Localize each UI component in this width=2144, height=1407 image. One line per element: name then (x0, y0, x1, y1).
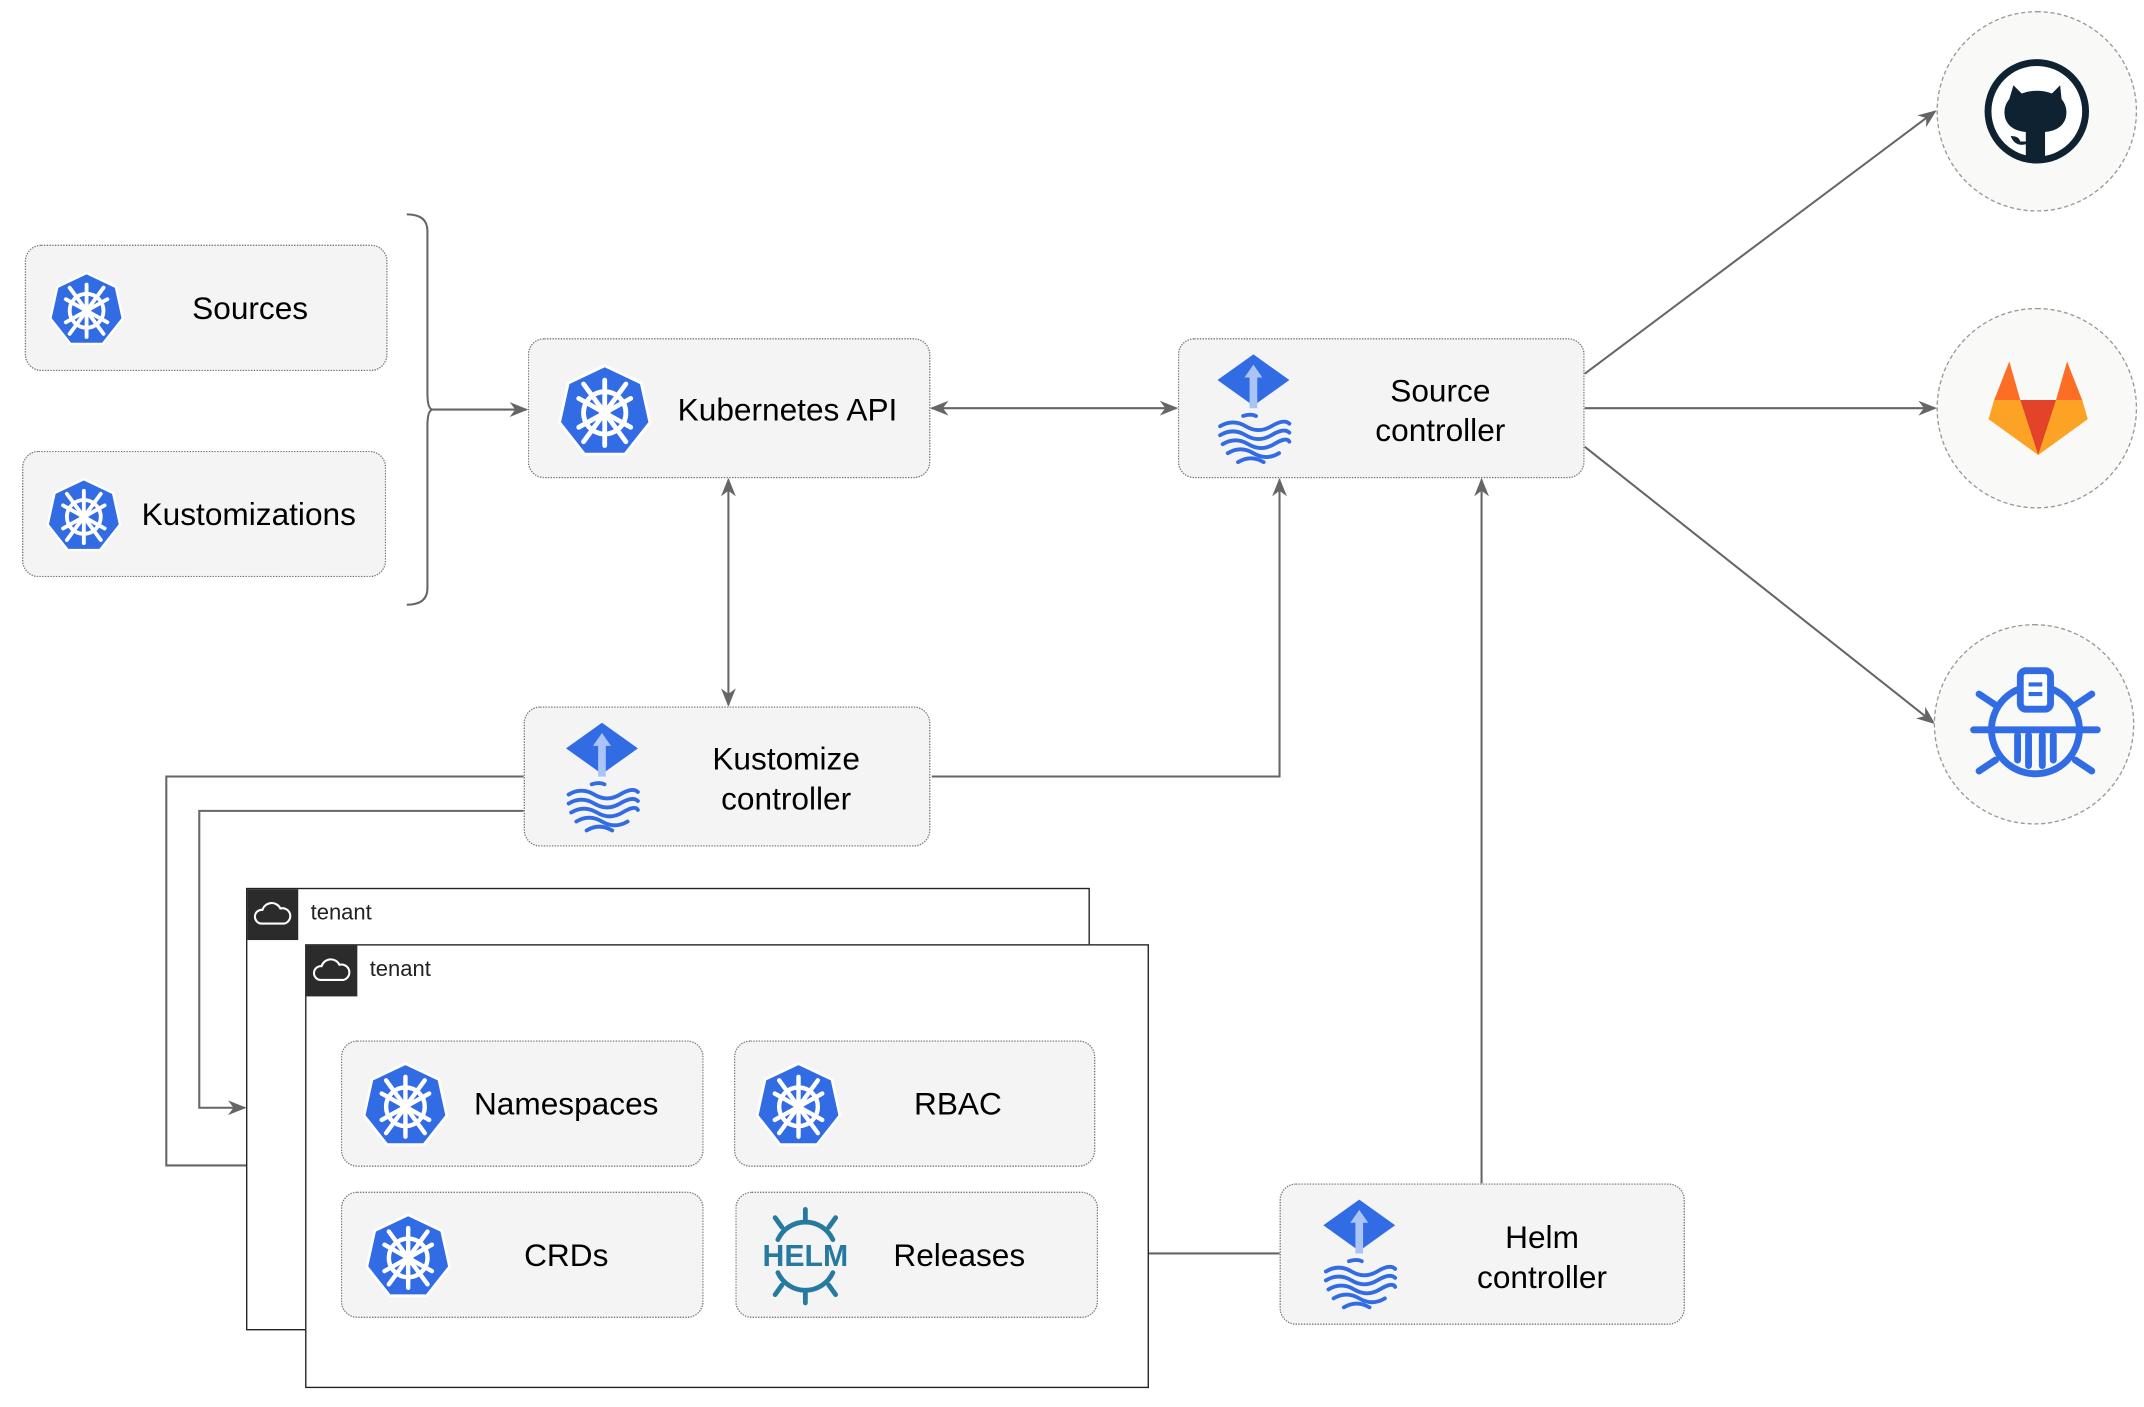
flux-icon (1318, 1197, 1400, 1312)
edge-kustomize-to-source (931, 477, 1287, 778)
node-label: Helm (1505, 1219, 1579, 1255)
kubernetes-icon (557, 363, 653, 459)
edge-kustomize-to-tenant-front (165, 775, 524, 1173)
gitlab-icon (1988, 361, 2088, 455)
node-rbac[interactable]: RBAC (733, 1040, 1096, 1167)
node-sources[interactable]: Sources (24, 244, 388, 372)
node-kubernetes-api[interactable]: Kubernetes API (527, 338, 931, 479)
gitlab-source[interactable] (1936, 307, 2138, 509)
flux-icon (1212, 352, 1294, 467)
node-label: controller (1375, 412, 1506, 449)
tenant-label: tenant (310, 901, 372, 925)
node-label: Releases (893, 1236, 1026, 1273)
tenant-label: tenant (369, 957, 431, 982)
edge-source-to-bucket (1583, 445, 1936, 725)
node-crds[interactable]: CRDs (340, 1191, 704, 1319)
kubernetes-icon (364, 1212, 452, 1300)
node-releases[interactable]: HELM Releases (735, 1191, 1099, 1319)
kubernetes-icon (48, 271, 125, 348)
node-label: Kustomize (712, 740, 860, 777)
node-source-controller[interactable]: Source controller (1177, 338, 1585, 479)
bucket-icon (1970, 667, 2101, 778)
node-kustomize-controller[interactable]: Kustomize controller (523, 706, 931, 847)
node-label: RBAC (914, 1085, 1002, 1122)
node-label: Kubernetes API (677, 391, 898, 428)
tenant-header (247, 889, 299, 941)
github-source[interactable] (1936, 10, 2138, 212)
cloud-icon (313, 958, 351, 981)
node-kustomizations[interactable]: Kustomizations (21, 450, 387, 578)
node-label: Namespaces (473, 1085, 659, 1122)
node-namespaces[interactable]: Namespaces (340, 1040, 704, 1167)
node-label: Kustomizations (141, 496, 356, 532)
kubernetes-icon (361, 1061, 449, 1149)
helm-logo-text: HELM (762, 1238, 849, 1273)
node-label: Source (1390, 372, 1491, 409)
node-label: CRDs (524, 1236, 609, 1273)
kubernetes-icon (45, 477, 122, 554)
github-icon (1984, 59, 2090, 164)
edge-kustomize-to-tenant-back (198, 809, 524, 1116)
kubernetes-icon (755, 1061, 843, 1149)
edge-source-to-github (1584, 110, 1937, 375)
bucket-source[interactable] (1933, 623, 2135, 825)
brace (406, 213, 434, 606)
node-label: controller (721, 780, 852, 817)
tenant-header (306, 945, 358, 997)
node-helm-controller[interactable]: Helm controller (1279, 1183, 1685, 1325)
cloud-icon (253, 901, 292, 925)
node-label: controller (1477, 1258, 1608, 1295)
flux-icon (561, 720, 643, 835)
node-label: Sources (192, 289, 309, 326)
helm-icon (758, 1207, 853, 1306)
